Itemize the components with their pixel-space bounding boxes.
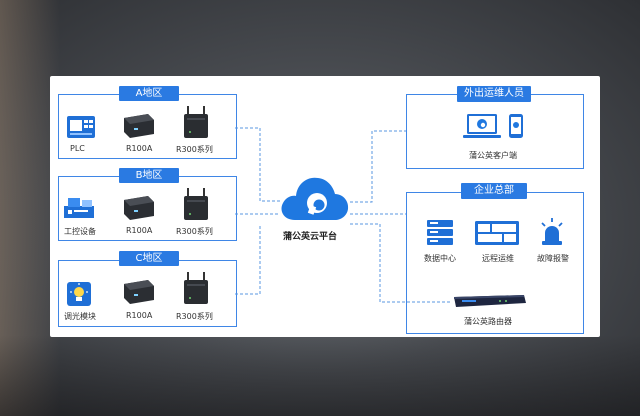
remote-ops-title: 外出运维人员 [457, 86, 531, 102]
router-icon [450, 293, 528, 313]
r300-device-c-icon [182, 272, 210, 310]
phone-icon [508, 113, 524, 143]
alarm-label: 故障报警 [537, 254, 569, 263]
link-cloud-remote [350, 130, 406, 203]
cloud-label: 蒲公英云平台 [283, 232, 338, 242]
r100a-label-a: R100A [126, 144, 153, 153]
r100a-label-b: R100A [126, 226, 153, 235]
client-label: 蒲公英客户端 [469, 151, 517, 160]
region-c-title: C地区 [119, 251, 179, 266]
plc-label: PLC [70, 144, 85, 153]
r100a-label-c: R100A [126, 311, 153, 320]
r300-device-b-icon [182, 188, 210, 226]
alarm-icon [539, 217, 565, 251]
region-a-title: A地区 [119, 86, 179, 101]
dimmer-module-icon [66, 281, 92, 311]
hq-title: 企业总部 [461, 183, 527, 199]
cloud-icon [279, 170, 351, 228]
r100a-device-b-icon [120, 194, 156, 226]
data-center-label: 数据中心 [424, 254, 456, 263]
r300-device-a-icon [182, 106, 210, 144]
region-b-title: B地区 [119, 168, 179, 183]
data-center-icon [425, 218, 455, 252]
link-region-a-cloud [235, 127, 280, 202]
remote-ops-screen-icon [474, 220, 520, 252]
r100a-device-a-icon [120, 112, 156, 144]
hq-box [406, 192, 584, 334]
remote-ops-label: 远程运维 [482, 254, 514, 263]
router-label: 蒲公英路由器 [464, 317, 512, 326]
laptop-icon [462, 113, 502, 145]
link-cloud-router [350, 223, 450, 303]
dimmer-module-label: 调光模块 [64, 312, 96, 321]
industrial-device-icon [62, 194, 96, 226]
background-blur-bottom [0, 335, 640, 416]
r100a-device-c-icon [120, 278, 156, 310]
connection-lines [235, 127, 450, 303]
link-region-c-cloud [235, 226, 261, 295]
r300-label-b: R300系列 [176, 227, 213, 236]
r300-label-a: R300系列 [176, 145, 213, 154]
r300-label-c: R300系列 [176, 312, 213, 321]
industrial-device-label: 工控设备 [64, 227, 96, 236]
plc-icon [66, 115, 96, 143]
